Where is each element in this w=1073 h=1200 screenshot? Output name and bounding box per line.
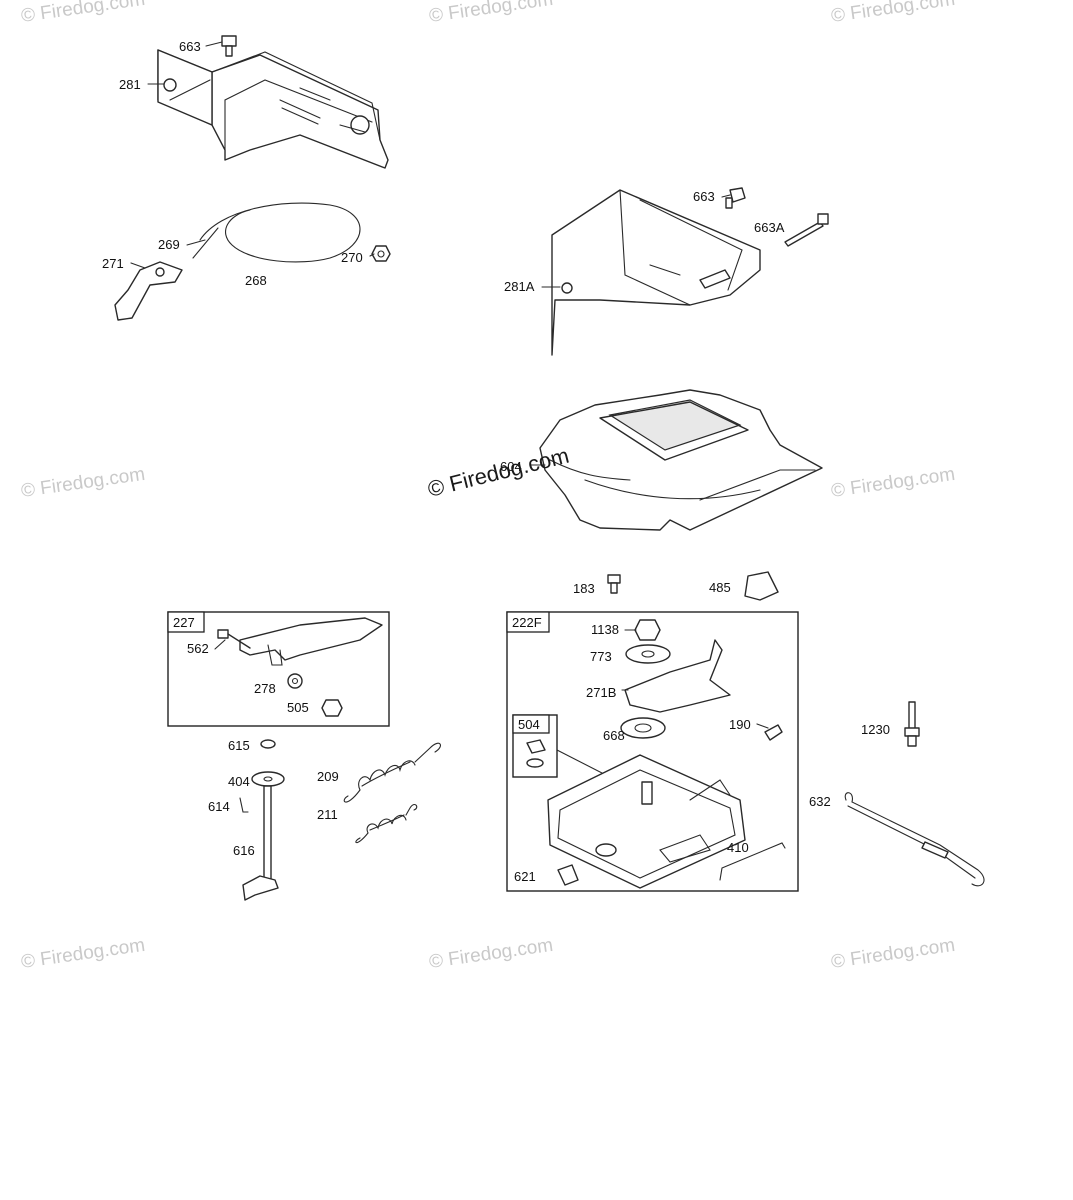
rod-632 <box>844 792 985 887</box>
watermark-center: © Firedog.com <box>425 443 571 502</box>
label-268: 268 <box>245 273 267 288</box>
label-1138: 1138 <box>591 622 619 637</box>
label-632: 632 <box>809 794 831 809</box>
cover-281a <box>551 189 761 356</box>
label-614: 614 <box>208 799 230 814</box>
shroud-604 <box>539 389 823 531</box>
label-209: 209 <box>317 769 339 784</box>
clip-485 <box>744 571 779 601</box>
leader-lines <box>130 41 769 729</box>
bracket-281 <box>157 49 389 169</box>
box-222f: 222F 504 <box>506 611 799 892</box>
bolt-663-right <box>725 187 746 209</box>
watermark-bottom-left: © Firedog.com <box>20 935 147 973</box>
label-615: 615 <box>228 738 250 753</box>
watermark-top-right: © Firedog.com <box>830 0 957 27</box>
label-616: 616 <box>233 843 255 858</box>
label-270: 270 <box>341 250 363 265</box>
box-222f-tag: 222F <box>512 615 542 630</box>
label-271b: 271B <box>586 685 616 700</box>
label-211: 211 <box>317 807 338 822</box>
box-227-tag: 227 <box>173 615 195 630</box>
label-663a: 663A <box>754 220 785 235</box>
pin-614 <box>239 797 249 813</box>
spring-211 <box>355 804 418 844</box>
label-562: 562 <box>187 641 209 656</box>
label-621: 621 <box>514 869 536 884</box>
shaft-616 <box>242 785 279 901</box>
label-663-right: 663 <box>693 189 715 204</box>
bolt-663-top <box>221 35 237 57</box>
watermark-bottom-center: © Firedog.com <box>428 935 555 973</box>
label-663-top: 663 <box>179 39 201 54</box>
washer-615 <box>260 739 276 749</box>
part-labels: 663 281 269 271 268 270 663 663A 281A 60… <box>102 39 890 884</box>
label-668: 668 <box>603 728 625 743</box>
box-227: 227 <box>167 611 390 727</box>
label-271: 271 <box>102 256 124 271</box>
label-190: 190 <box>729 717 751 732</box>
watermark-top-center: © Firedog.com <box>428 0 555 27</box>
box-504-tag: 504 <box>518 717 540 732</box>
label-1230: 1230 <box>861 722 890 737</box>
link-410 <box>719 842 786 881</box>
watermark-bottom-right: © Firedog.com <box>830 935 957 973</box>
label-604: 604 <box>500 459 522 474</box>
cable-268 <box>192 202 361 263</box>
label-278: 278 <box>254 681 276 696</box>
watermark-mid-right: © Firedog.com <box>830 464 957 502</box>
lever-271 <box>114 261 183 321</box>
screw-183 <box>607 574 621 594</box>
label-269: 269 <box>158 237 180 252</box>
spring-209 <box>343 742 441 803</box>
bolt-663a <box>784 213 829 247</box>
label-773: 773 <box>590 649 612 664</box>
watermark-mid-left: © Firedog.com <box>20 464 147 502</box>
label-404: 404 <box>228 774 250 789</box>
label-281a: 281A <box>504 279 535 294</box>
nut-270 <box>371 245 391 262</box>
watermark-top-left: © Firedog.com <box>20 0 147 27</box>
label-410: 410 <box>727 840 749 855</box>
label-183: 183 <box>573 581 595 596</box>
label-485: 485 <box>709 580 731 595</box>
label-281: 281 <box>119 77 141 92</box>
washer-404 <box>251 771 285 787</box>
stud-1230 <box>904 701 920 747</box>
label-505: 505 <box>287 700 309 715</box>
